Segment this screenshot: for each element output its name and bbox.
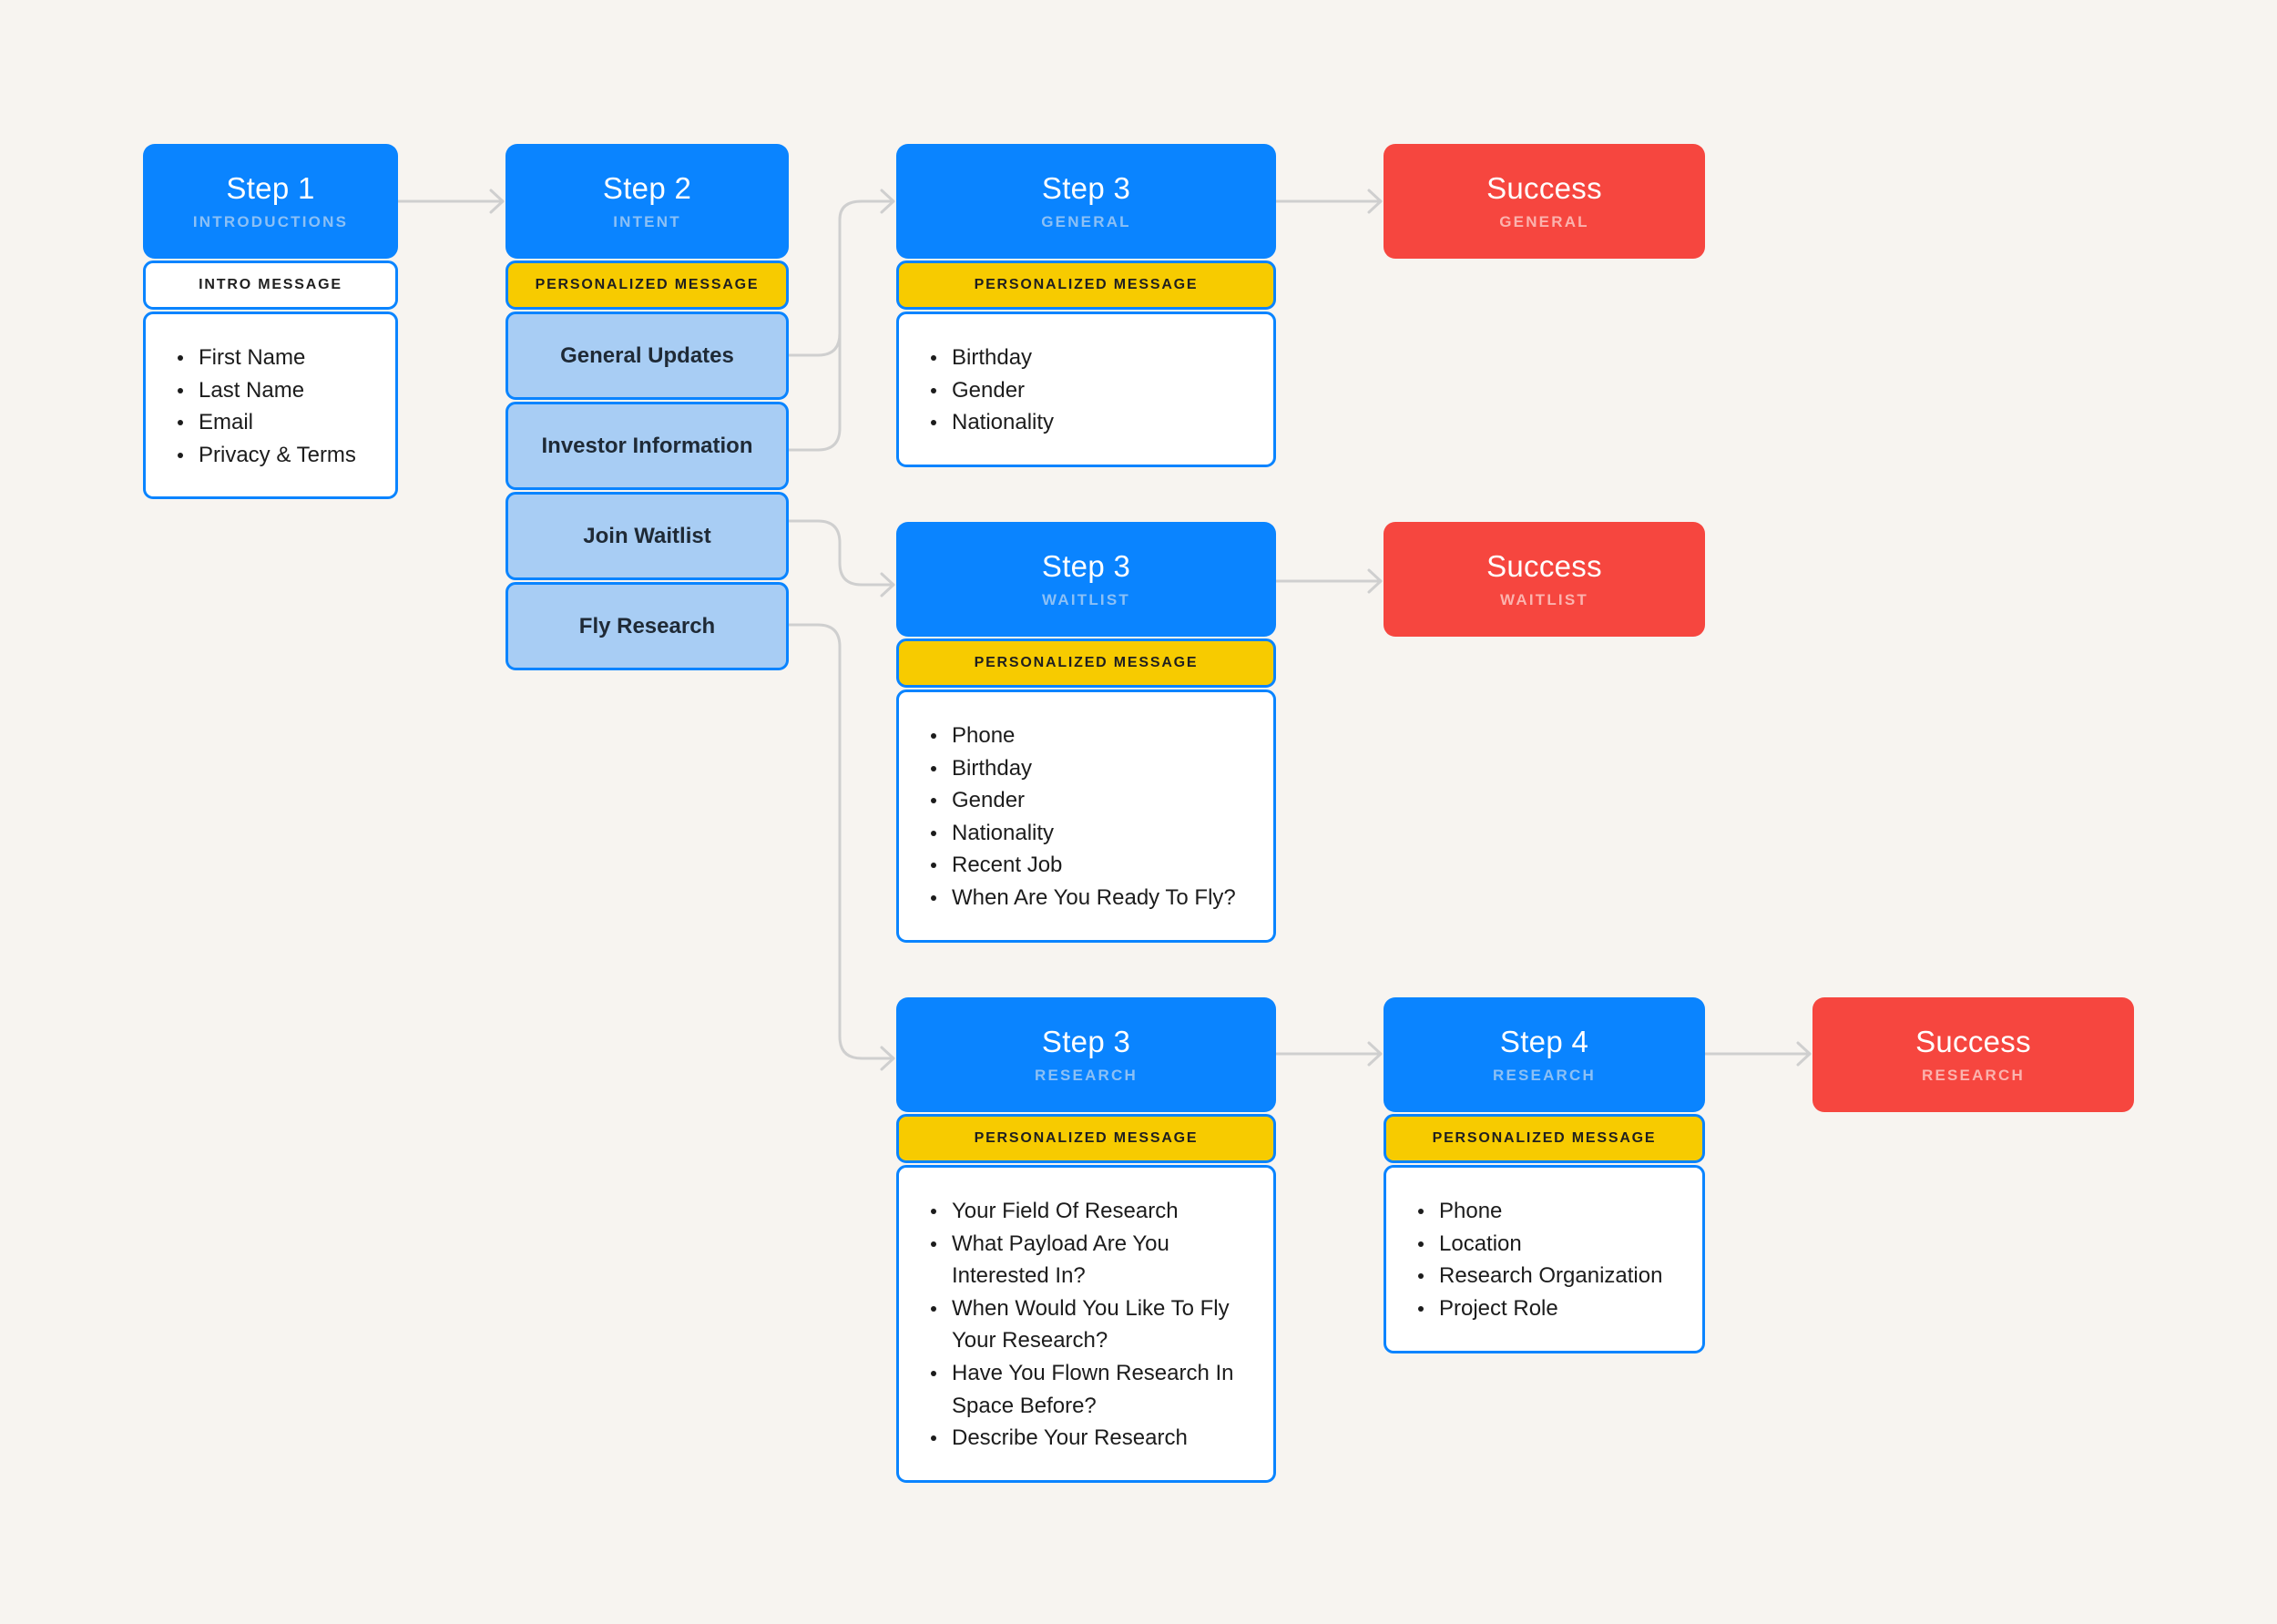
field-item: Phone (1409, 1195, 1684, 1228)
option-join-waitlist[interactable]: Join Waitlist (505, 492, 789, 580)
step2-subtitle: INTENT (613, 213, 681, 230)
step3-general-personalized-message: PERSONALIZED MESSAGE (896, 260, 1276, 310)
arrowhead-success-general (1367, 189, 1383, 214)
field-item: When Are You Ready To Fly? (922, 882, 1255, 914)
field-item: What Payload Are You Interested In? (922, 1228, 1255, 1292)
arrowhead-step3-research (880, 1046, 895, 1071)
step3-general-column: Step 3 GENERAL PERSONALIZED MESSAGE Birt… (896, 144, 1276, 467)
arrowhead-success-waitlist (1367, 568, 1383, 594)
step3-waitlist-column: Step 3 WAITLIST PERSONALIZED MESSAGE Pho… (896, 522, 1276, 943)
field-item: Gender (922, 784, 1255, 817)
step4-research-personalized-message: PERSONALIZED MESSAGE (1384, 1114, 1705, 1163)
field-item: Privacy & Terms (168, 439, 377, 472)
field-item: Birthday (922, 752, 1255, 785)
step1-fields: First Name Last Name Email Privacy & Ter… (143, 312, 398, 499)
step2-header: Step 2 INTENT (505, 144, 789, 259)
field-item: Project Role (1409, 1292, 1684, 1325)
step3-waitlist-title: Step 3 (1041, 549, 1131, 583)
success-general-subtitle: GENERAL (1499, 213, 1589, 230)
success-research-header: Success RESEARCH (1812, 997, 2134, 1112)
step3-waitlist-header: Step 3 WAITLIST (896, 522, 1276, 637)
success-research-subtitle: RESEARCH (1921, 1067, 2025, 1084)
step4-research-fields: Phone Location Research Organization Pro… (1384, 1165, 1705, 1353)
field-item: Location (1409, 1228, 1684, 1261)
arrowhead-step4 (1367, 1041, 1383, 1067)
field-item: Birthday (922, 342, 1255, 374)
success-general-title: Success (1486, 171, 1602, 205)
step3-general-header: Step 3 GENERAL (896, 144, 1276, 259)
step4-research-title: Step 4 (1499, 1025, 1589, 1058)
field-item: Have You Flown Research In Space Before? (922, 1357, 1255, 1422)
option-general-updates[interactable]: General Updates (505, 312, 789, 400)
option-investor-information[interactable]: Investor Information (505, 402, 789, 490)
field-item: Phone (922, 720, 1255, 752)
success-waitlist-title: Success (1486, 549, 1602, 583)
success-research-title: Success (1915, 1025, 2031, 1058)
step3-waitlist-personalized-message: PERSONALIZED MESSAGE (896, 638, 1276, 688)
step3-research-column: Step 3 RESEARCH PERSONALIZED MESSAGE You… (896, 997, 1276, 1483)
step2-column: Step 2 INTENT PERSONALIZED MESSAGE Gener… (505, 144, 789, 670)
field-item: First Name (168, 342, 377, 374)
connector-join-waitlist (787, 519, 895, 587)
field-item: When Would You Like To Fly Your Research… (922, 1292, 1255, 1357)
connector-fly-research (787, 623, 895, 1060)
step3-general-title: Step 3 (1041, 171, 1131, 205)
step3-waitlist-fields: Phone Birthday Gender Nationality Recent… (896, 689, 1276, 943)
step2-personalized-message: PERSONALIZED MESSAGE (505, 260, 789, 310)
step3-general-subtitle: GENERAL (1041, 213, 1131, 230)
step3-waitlist-subtitle: WAITLIST (1042, 591, 1130, 608)
step2-title: Step 2 (602, 171, 692, 205)
step3-research-personalized-message: PERSONALIZED MESSAGE (896, 1114, 1276, 1163)
step1-intro-message: INTRO MESSAGE (143, 260, 398, 310)
arrowhead-step3-waitlist (880, 572, 895, 598)
step3-research-subtitle: RESEARCH (1034, 1067, 1138, 1084)
step1-subtitle: INTRODUCTIONS (192, 213, 349, 230)
field-item: Recent Job (922, 849, 1255, 882)
success-waitlist-subtitle: WAITLIST (1500, 591, 1588, 608)
success-research-column: Success RESEARCH (1812, 997, 2134, 1112)
field-item: Research Organization (1409, 1260, 1684, 1292)
step4-research-header: Step 4 RESEARCH (1384, 997, 1705, 1112)
field-item: Email (168, 406, 377, 439)
step1-header: Step 1 INTRODUCTIONS (143, 144, 398, 259)
arrowhead-step3-general (880, 189, 895, 214)
field-item: Last Name (168, 374, 377, 407)
step3-general-fields: Birthday Gender Nationality (896, 312, 1276, 467)
field-item: Your Field Of Research (922, 1195, 1255, 1228)
step3-research-title: Step 3 (1041, 1025, 1131, 1058)
connector-investor-information (787, 218, 842, 452)
connector-general-updates (787, 199, 895, 357)
arrowhead-success-research (1796, 1041, 1812, 1067)
field-item: Nationality (922, 406, 1255, 439)
step4-research-column: Step 4 RESEARCH PERSONALIZED MESSAGE Pho… (1384, 997, 1705, 1353)
option-fly-research[interactable]: Fly Research (505, 582, 789, 670)
step4-research-subtitle: RESEARCH (1492, 1067, 1596, 1084)
success-waitlist-column: Success WAITLIST (1384, 522, 1705, 637)
success-general-header: Success GENERAL (1384, 144, 1705, 259)
arrowhead-step2 (489, 189, 505, 214)
step3-research-fields: Your Field Of Research What Payload Are … (896, 1165, 1276, 1483)
field-item: Nationality (922, 817, 1255, 850)
field-item: Describe Your Research (922, 1422, 1255, 1455)
success-general-column: Success GENERAL (1384, 144, 1705, 259)
step1-column: Step 1 INTRODUCTIONS INTRO MESSAGE First… (143, 144, 398, 499)
field-item: Gender (922, 374, 1255, 407)
step3-research-header: Step 3 RESEARCH (896, 997, 1276, 1112)
success-waitlist-header: Success WAITLIST (1384, 522, 1705, 637)
step1-title: Step 1 (226, 171, 315, 205)
